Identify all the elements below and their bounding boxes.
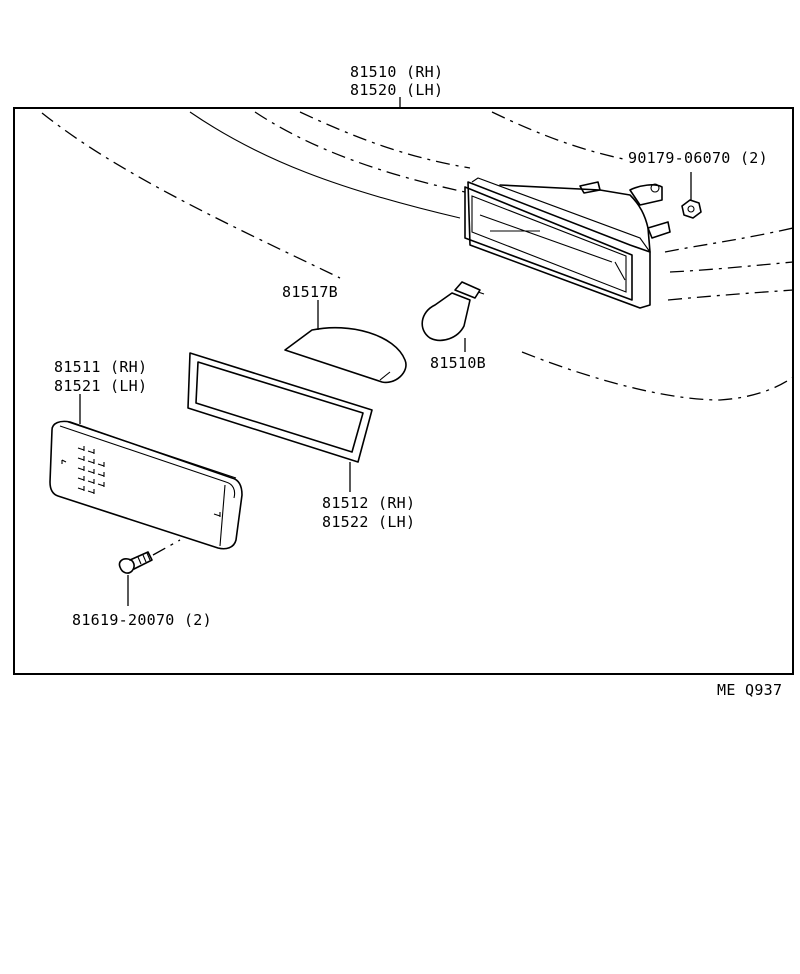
figure-code: ME Q937 [717,681,782,699]
housing-rh-label: 81510 (RH) [350,63,443,81]
reflector-icon [284,300,407,384]
housing-lh-label: 81520 (LH) [350,81,443,99]
bulb-icon [421,281,485,352]
diagram-frame [13,107,794,675]
hex-nut-icon [681,172,702,219]
gasket-lh-label: 81522 (LH) [322,513,415,531]
lens-rh-label: 81511 (RH) [54,358,147,376]
lens-pattern [61,446,221,517]
lens-icon [49,394,243,550]
nut-label: 90179-06070 (2) [628,149,768,167]
lamp-housing [464,177,671,309]
screw-icon [118,539,181,606]
reflector-label: 81517B [282,283,338,301]
gasket-rh-label: 81512 (RH) [322,494,415,512]
gasket-icon [187,352,373,492]
screw-label: 81619-20070 (2) [72,611,212,629]
body-contours [41,111,794,401]
bulb-label: 81510B [430,354,486,372]
lens-lh-label: 81521 (LH) [54,377,147,395]
